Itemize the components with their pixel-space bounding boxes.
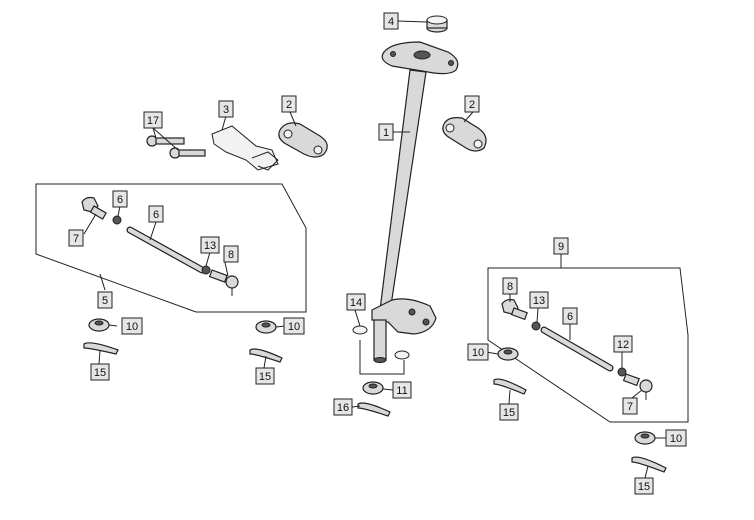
callout-15-d: 15 <box>634 477 654 495</box>
svg-text:2: 2 <box>286 99 292 111</box>
svg-text:14: 14 <box>350 297 362 309</box>
cotter-pin-d <box>631 456 667 473</box>
svg-text:16: 16 <box>337 402 349 414</box>
callout-8-right: 8 <box>502 277 518 295</box>
bolt-upper <box>146 135 185 147</box>
callout-10-d: 10 <box>665 429 687 447</box>
callout-16: 16 <box>333 398 353 416</box>
svg-text:7: 7 <box>627 401 633 413</box>
svg-text:6: 6 <box>117 194 123 206</box>
callout-13-right: 13 <box>529 291 549 309</box>
svg-text:2: 2 <box>469 99 475 111</box>
callout-3: 3 <box>218 100 234 118</box>
svg-text:8: 8 <box>228 249 234 261</box>
svg-text:5: 5 <box>102 295 108 307</box>
callout-10-a: 10 <box>121 317 143 335</box>
castle-nut-b <box>255 320 277 334</box>
callout-13-left: 13 <box>200 236 220 254</box>
shaft-nut <box>362 381 384 395</box>
svg-text:17: 17 <box>147 115 159 127</box>
svg-text:10: 10 <box>288 321 300 333</box>
cotter-pin-a <box>83 342 119 355</box>
tie-rod-end-left-outer <box>81 196 107 220</box>
jam-nut-right-outer <box>531 321 541 331</box>
svg-text:6: 6 <box>153 209 159 221</box>
callout-10-c: 10 <box>467 343 489 361</box>
bolt-lower <box>169 147 206 159</box>
washer-bracket <box>359 340 405 375</box>
svg-text:9: 9 <box>558 241 564 253</box>
castle-nut-d <box>634 431 656 445</box>
callout-8-left: 8 <box>223 245 239 263</box>
leader-lines <box>83 20 666 479</box>
castle-nut-a <box>88 318 110 332</box>
svg-text:15: 15 <box>94 367 106 379</box>
callout-10-b: 10 <box>283 317 305 335</box>
callout-5: 5 <box>97 291 113 309</box>
callout-7-left: 7 <box>68 229 84 247</box>
svg-text:12: 12 <box>617 339 629 351</box>
callout-7-right: 7 <box>622 397 638 415</box>
svg-text:3: 3 <box>223 104 229 116</box>
svg-text:13: 13 <box>204 240 216 252</box>
tie-rod-end-left-inner <box>208 269 239 296</box>
callout-15-b: 15 <box>255 367 275 385</box>
svg-text:15: 15 <box>503 407 515 419</box>
svg-text:13: 13 <box>533 295 545 307</box>
callout-6-left-nut: 6 <box>112 190 128 208</box>
svg-text:8: 8 <box>507 281 513 293</box>
washer-left <box>352 325 368 335</box>
callout-2-left: 2 <box>281 95 297 113</box>
svg-text:10: 10 <box>472 347 484 359</box>
steering-shaft <box>371 41 459 363</box>
callout-15-c: 15 <box>499 403 519 421</box>
callout-9: 9 <box>553 237 569 255</box>
svg-text:1: 1 <box>383 127 389 139</box>
lock-plate <box>211 125 279 171</box>
tie-rod-left <box>126 226 206 274</box>
tie-rod-end-right-outer <box>501 298 528 321</box>
jam-nut-right-inner <box>617 367 627 377</box>
svg-text:15: 15 <box>638 481 650 493</box>
tie-rod-right <box>540 326 614 372</box>
callout-6-left-rod: 6 <box>148 205 164 223</box>
callout-6-right: 6 <box>562 307 578 325</box>
cotter-pin-shaft <box>357 402 391 417</box>
svg-text:4: 4 <box>388 16 394 28</box>
callout-14: 14 <box>346 293 366 311</box>
callout-12: 12 <box>613 335 633 353</box>
jam-nut-left-outer <box>112 215 122 225</box>
callout-17: 17 <box>143 111 163 129</box>
cotter-pin-c <box>493 378 527 395</box>
tie-rod-group-left-outline <box>35 183 307 313</box>
shaft-clamp-left <box>278 122 328 158</box>
callout-1: 1 <box>378 123 394 141</box>
steering-bushing <box>426 15 448 33</box>
tie-rod-end-right-inner <box>622 373 653 400</box>
svg-text:7: 7 <box>73 233 79 245</box>
svg-text:10: 10 <box>670 433 682 445</box>
washer-right <box>394 350 410 360</box>
shaft-clamp-right <box>442 117 487 152</box>
castle-nut-c <box>497 347 519 361</box>
callout-11: 11 <box>392 381 412 399</box>
callout-2-right: 2 <box>464 95 480 113</box>
callout-15-a: 15 <box>90 363 110 381</box>
cotter-pin-b <box>249 348 283 363</box>
tie-rod-group-right-outline <box>487 267 689 423</box>
jam-nut-left-inner <box>201 265 211 275</box>
svg-text:15: 15 <box>259 371 271 383</box>
svg-text:10: 10 <box>126 321 138 333</box>
callout-4: 4 <box>383 12 399 30</box>
svg-text:6: 6 <box>567 311 573 323</box>
svg-text:11: 11 <box>396 385 407 397</box>
